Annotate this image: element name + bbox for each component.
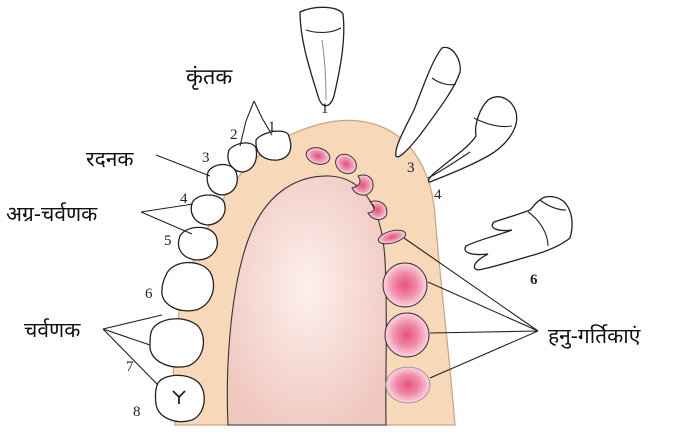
number-8: 8 <box>133 404 141 420</box>
number-5: 5 <box>164 233 172 249</box>
canine-illustration-number: 3 <box>407 160 415 176</box>
premolar-label: अग्र-चर्वणक <box>6 202 98 226</box>
tooth-4 <box>191 195 225 225</box>
incisor-tooth-illustration <box>300 7 344 105</box>
sockets-label: हनु-गर्तिकाएं <box>548 324 641 349</box>
number-4: 4 <box>180 191 188 207</box>
incisor-illustration-number: 1 <box>321 101 329 117</box>
number-2: 2 <box>230 127 238 143</box>
number-3: 3 <box>202 150 210 166</box>
tooth-3 <box>207 165 237 196</box>
canine-tooth-illustration <box>396 47 461 157</box>
canine-label: रदनक <box>86 147 134 171</box>
number-6: 6 <box>145 286 153 302</box>
number-1: 1 <box>268 119 276 135</box>
socket-6 <box>383 263 427 307</box>
molar-illustration-number: 6 <box>530 272 538 288</box>
premolar-tooth-illustration <box>428 97 517 182</box>
molar-tooth-illustration <box>465 197 572 270</box>
premolar-illustration-number: 4 <box>434 187 442 203</box>
socket-7 <box>385 313 429 357</box>
molar-label: चर्वणक <box>24 318 81 342</box>
socket-8 <box>386 367 430 403</box>
tooth-7 <box>150 319 203 367</box>
number-7: 7 <box>126 359 134 375</box>
incisor-label: कृंतक <box>186 65 233 90</box>
tooth-6 <box>162 263 214 311</box>
tooth-1 <box>256 131 291 160</box>
tooth-5 <box>179 227 218 260</box>
